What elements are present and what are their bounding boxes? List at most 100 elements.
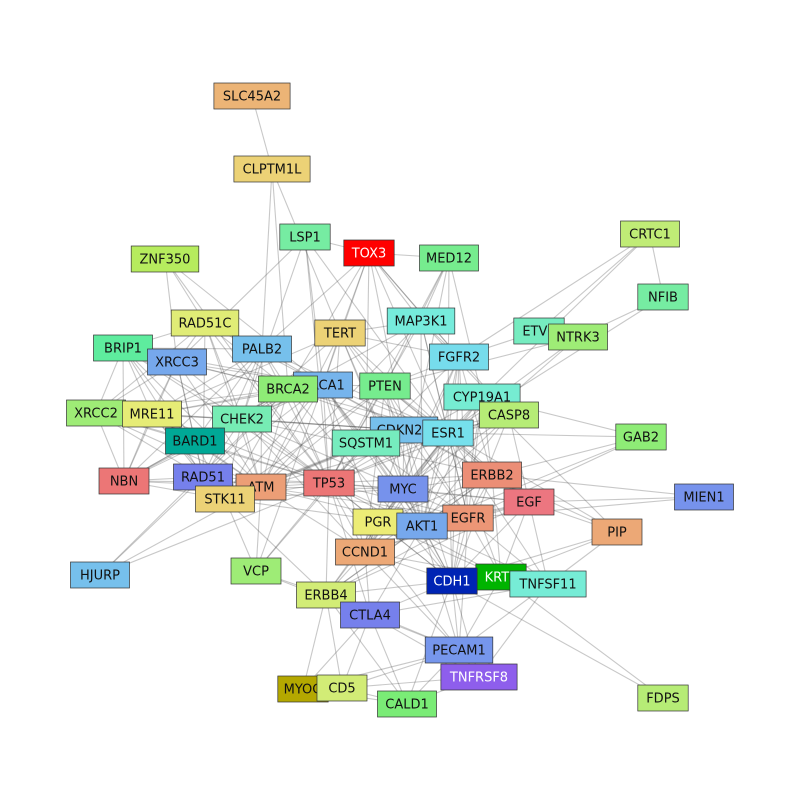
node-cdh1[interactable]: CDH1 bbox=[426, 567, 478, 595]
node-label-ntrk3: NTRK3 bbox=[556, 331, 600, 346]
node-tnfsf11[interactable]: TNFSF11 bbox=[509, 570, 587, 598]
node-med12[interactable]: MED12 bbox=[419, 244, 479, 272]
node-pten[interactable]: PTEN bbox=[359, 372, 411, 400]
node-palb2[interactable]: PALB2 bbox=[232, 335, 292, 363]
node-label-tnfrsf8: TNFRSF8 bbox=[449, 671, 508, 686]
node-ctla4[interactable]: CTLA4 bbox=[340, 601, 400, 629]
node-ccnd1[interactable]: CCND1 bbox=[335, 538, 395, 566]
node-box-tnfsf11 bbox=[509, 570, 587, 598]
node-pgr[interactable]: PGR bbox=[352, 508, 404, 536]
node-sqstm1[interactable]: SQSTM1 bbox=[331, 429, 401, 457]
node-box-crtc1 bbox=[620, 220, 680, 248]
node-tox3[interactable]: TOX3 bbox=[343, 239, 395, 267]
edge-med12-myc bbox=[402, 257, 450, 490]
node-fdps[interactable]: FDPS bbox=[637, 684, 689, 712]
node-box-nfib bbox=[637, 283, 689, 311]
node-brca2[interactable]: BRCA2 bbox=[258, 375, 318, 403]
node-box-palb2 bbox=[232, 335, 292, 363]
node-tert[interactable]: TERT bbox=[314, 319, 366, 347]
node-nbn[interactable]: NBN bbox=[98, 467, 150, 495]
node-ntrk3[interactable]: NTRK3 bbox=[548, 323, 608, 351]
node-vcp[interactable]: VCP bbox=[230, 557, 282, 585]
node-pecam1[interactable]: PECAM1 bbox=[424, 636, 494, 664]
node-box-tnfrsf8 bbox=[440, 663, 518, 691]
edge-erbb4-myog bbox=[302, 594, 327, 690]
node-box-xrcc2 bbox=[66, 399, 126, 427]
node-cd5[interactable]: CD5 bbox=[316, 674, 368, 702]
node-label-brip1: BRIP1 bbox=[104, 342, 142, 357]
node-lsp1[interactable]: LSP1 bbox=[279, 223, 331, 251]
edge-esr1-tnfsf11 bbox=[447, 432, 549, 585]
edge-tp53-pecam1 bbox=[328, 482, 460, 651]
node-znf350[interactable]: ZNF350 bbox=[130, 245, 200, 273]
node-box-znf350 bbox=[130, 245, 200, 273]
node-label-egf: EGF bbox=[516, 496, 542, 511]
node-label-med12: MED12 bbox=[426, 252, 472, 267]
node-nfib[interactable]: NFIB bbox=[637, 283, 689, 311]
node-stk11[interactable]: STK11 bbox=[195, 485, 255, 513]
node-box-myc bbox=[377, 475, 429, 503]
node-label-akt1: AKT1 bbox=[406, 520, 439, 535]
node-egf[interactable]: EGF bbox=[503, 488, 555, 516]
node-box-ccnd1 bbox=[335, 538, 395, 566]
edge-tox3-sqstm1 bbox=[365, 252, 370, 444]
node-box-cald1 bbox=[377, 690, 437, 718]
node-casp8[interactable]: CASP8 bbox=[479, 401, 539, 429]
node-pip[interactable]: PIP bbox=[591, 518, 643, 546]
edge-fgfr2-erbb2 bbox=[458, 356, 493, 476]
node-label-nbn: NBN bbox=[110, 475, 138, 490]
edges-layer bbox=[95, 95, 705, 705]
edge-lsp1-tp53 bbox=[304, 236, 330, 484]
node-mien1[interactable]: MIEN1 bbox=[674, 483, 734, 511]
edge-med12-cyp19a1 bbox=[448, 257, 483, 398]
node-label-ctla4: CTLA4 bbox=[349, 609, 391, 624]
node-box-cdh1 bbox=[426, 567, 478, 595]
node-myc[interactable]: MYC bbox=[377, 475, 429, 503]
node-box-med12 bbox=[419, 244, 479, 272]
node-chek2[interactable]: CHEK2 bbox=[212, 405, 272, 433]
edge-cyp19a1-akt1 bbox=[421, 396, 483, 527]
node-label-nfib: NFIB bbox=[648, 291, 678, 306]
node-map3k1[interactable]: MAP3K1 bbox=[386, 307, 456, 335]
node-fgfr2[interactable]: FGFR2 bbox=[429, 343, 489, 371]
node-label-tert: TERT bbox=[323, 327, 356, 342]
node-brip1[interactable]: BRIP1 bbox=[93, 334, 153, 362]
node-label-cald1: CALD1 bbox=[385, 698, 429, 713]
node-egfr[interactable]: EGFR bbox=[442, 504, 494, 532]
node-tp53[interactable]: TP53 bbox=[303, 469, 355, 497]
node-gab2[interactable]: GAB2 bbox=[615, 423, 667, 451]
node-box-cd5 bbox=[316, 674, 368, 702]
edge-rad51-hjurp bbox=[99, 476, 204, 576]
edge-tox3-palb2 bbox=[261, 252, 370, 350]
edge-erbb4-cald1 bbox=[325, 594, 408, 705]
node-label-fgfr2: FGFR2 bbox=[438, 351, 480, 366]
node-bard1[interactable]: BARD1 bbox=[165, 427, 225, 455]
node-tnfrsf8[interactable]: TNFRSF8 bbox=[440, 663, 518, 691]
node-hjurp[interactable]: HJURP bbox=[70, 561, 130, 589]
node-slc45a2[interactable]: SLC45A2 bbox=[213, 82, 291, 110]
node-erbb2[interactable]: ERBB2 bbox=[462, 461, 522, 489]
node-mre11[interactable]: MRE11 bbox=[122, 400, 182, 428]
node-label-pip: PIP bbox=[607, 526, 627, 541]
node-label-pgr: PGR bbox=[365, 516, 392, 531]
edge-rad51c-chek2 bbox=[204, 322, 243, 420]
node-esr1[interactable]: ESR1 bbox=[422, 419, 474, 447]
node-rad51c[interactable]: RAD51C bbox=[170, 309, 240, 337]
edge-tox3-fgfr2 bbox=[368, 252, 460, 358]
node-cald1[interactable]: CALD1 bbox=[377, 690, 437, 718]
node-crtc1[interactable]: CRTC1 bbox=[620, 220, 680, 248]
node-clptm1l[interactable]: CLPTM1L bbox=[233, 155, 311, 183]
edge-atm-vcp bbox=[255, 486, 262, 572]
node-box-tox3 bbox=[343, 239, 395, 267]
node-label-cdh1: CDH1 bbox=[433, 575, 470, 590]
edge-lsp1-chek2 bbox=[241, 236, 306, 420]
node-akt1[interactable]: AKT1 bbox=[396, 512, 448, 540]
edge-erbb2-mien1 bbox=[491, 474, 705, 498]
node-box-ctla4 bbox=[340, 601, 400, 629]
node-xrcc3[interactable]: XRCC3 bbox=[147, 348, 207, 376]
edge-mre11-cdkn2a bbox=[151, 413, 405, 431]
edge-tp53-erbb4 bbox=[325, 482, 330, 596]
edge-map3k1-chek2 bbox=[241, 320, 422, 420]
node-xrcc2[interactable]: XRCC2 bbox=[66, 399, 126, 427]
edge-akt1-ctla4 bbox=[369, 525, 423, 616]
